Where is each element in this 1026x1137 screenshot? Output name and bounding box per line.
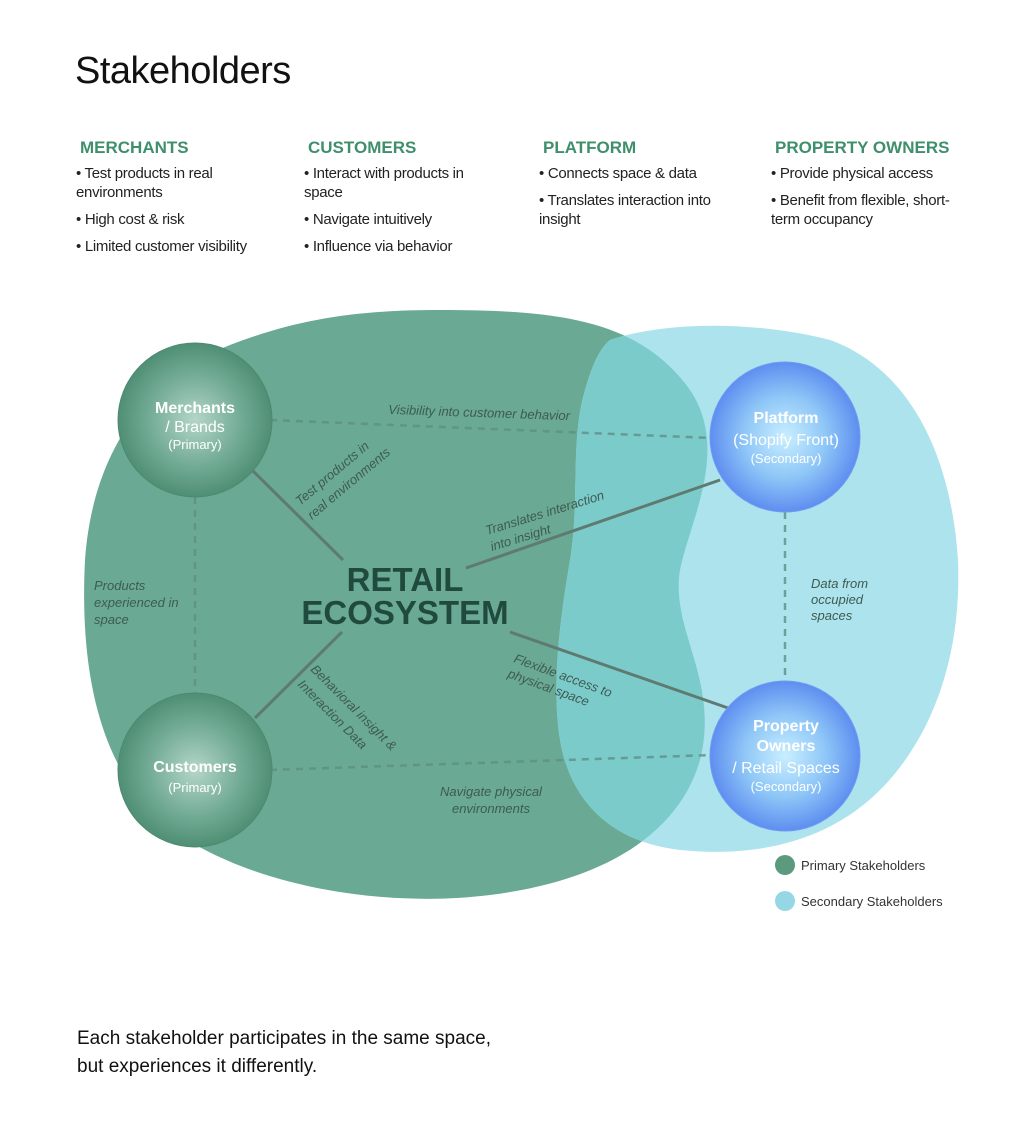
list-item: • Connects space & data: [539, 165, 697, 182]
customers-bullets: • Interact with products in space • Navi…: [304, 164, 504, 256]
connector-owners-center: [509, 630, 729, 710]
edge-label-data-3: spaces: [811, 608, 853, 623]
connector-merchants-center: [250, 468, 345, 562]
customers-label: Customers: [153, 759, 237, 776]
merchants-column: MERCHANTS • Test products in real enviro…: [76, 138, 286, 264]
owners-label-2: Owners: [757, 738, 816, 755]
connector-platform-center: [465, 478, 721, 570]
edge-label-navigate-1: Navigate physical: [440, 784, 543, 799]
edge-label-data-2: occupied: [811, 592, 864, 607]
merchants-heading: MERCHANTS: [80, 138, 189, 157]
platform-role: (Secondary): [751, 451, 822, 466]
merchants-node: Merchants / Brands (Primary): [117, 342, 273, 498]
platform-heading: PLATFORM: [543, 138, 637, 157]
merchants-bullets: • Test products in real environments • H…: [76, 164, 286, 256]
owners-sublabel: / Retail Spaces: [732, 760, 840, 777]
list-item: • Benefit from flexible, short-term occu…: [771, 192, 950, 228]
legend: Primary Stakeholders Secondary Stakehold…: [775, 855, 943, 927]
property-owners-bullets: • Provide physical access • Benefit from…: [771, 164, 971, 229]
footer-caption: Each stakeholder participates in the sam…: [77, 1028, 492, 1077]
edge-label-products-2: experienced in: [94, 595, 179, 610]
center-title-line2: ECOSYSTEM: [301, 594, 508, 631]
list-item: • Influence via behavior: [304, 238, 453, 255]
customers-circle: [117, 692, 273, 848]
owners-label: Property: [753, 718, 819, 735]
list-item: • Interact with products in space: [304, 165, 464, 201]
solid-connectors: [250, 468, 729, 720]
merchants-circle: [117, 342, 273, 498]
customers-column: CUSTOMERS • Interact with products in sp…: [304, 138, 504, 264]
owners-node: Property Owners / Retail Spaces (Seconda…: [709, 680, 861, 832]
platform-sublabel: (Shopify Front): [733, 432, 839, 449]
property-owners-heading: PROPERTY OWNERS: [775, 138, 950, 157]
list-item: • Navigate intuitively: [304, 211, 432, 228]
customers-node: Customers (Primary): [117, 692, 273, 848]
edge-label-visibility: Visibility into customer behavior: [388, 402, 571, 423]
edge-label-navigate-2: environments: [452, 801, 531, 816]
edge-label-products-3: space: [94, 612, 129, 627]
list-item: • Provide physical access: [771, 165, 933, 182]
legend-swatch-primary: [775, 855, 795, 875]
customers-role: (Primary): [168, 780, 221, 795]
merchants-role: (Primary): [168, 437, 221, 452]
platform-label: Platform: [754, 410, 819, 427]
connector-customers-center: [253, 630, 344, 720]
edge-label-data-1: Data from: [811, 576, 868, 591]
page-title: Stakeholders: [75, 50, 291, 92]
customers-heading: CUSTOMERS: [308, 138, 417, 157]
merchants-sublabel: / Brands: [165, 419, 225, 436]
overlap-region: [556, 325, 708, 852]
platform-node: Platform (Shopify Front) (Secondary): [709, 361, 861, 513]
platform-bullets: • Connects space & data • Translates int…: [539, 164, 739, 229]
list-item: • Translates interaction into insight: [539, 192, 711, 228]
list-item: • Test products in real environments: [76, 165, 213, 201]
owners-circle: [709, 680, 861, 832]
legend-label-primary: Primary Stakeholders: [801, 857, 926, 873]
dashed-merchants-platform: [269, 418, 713, 440]
list-item: • High cost & risk: [76, 211, 185, 228]
edge-label-products-1: Products: [94, 578, 146, 593]
legend-item-primary: Primary Stakeholders: [775, 855, 943, 875]
platform-column: PLATFORM • Connects space & data • Trans…: [539, 138, 739, 237]
property-owners-column: PROPERTY OWNERS • Provide physical acces…: [771, 138, 971, 237]
list-item: • Limited customer visibility: [76, 238, 247, 255]
merchants-label: Merchants: [155, 400, 235, 417]
platform-circle: [709, 361, 861, 513]
owners-role: (Secondary): [751, 779, 822, 794]
center-title-line1: RETAIL: [347, 561, 464, 598]
dashed-customers-owners: [269, 753, 713, 772]
legend-item-secondary: Secondary Stakeholders: [775, 891, 943, 911]
legend-label-secondary: Secondary Stakeholders: [801, 893, 943, 909]
legend-swatch-secondary: [775, 891, 795, 911]
dashed-connectors: [193, 418, 787, 772]
